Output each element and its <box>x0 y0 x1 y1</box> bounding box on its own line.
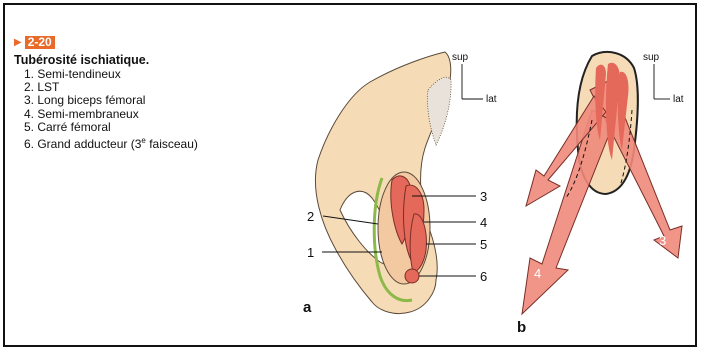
panel-b-illustration: 1 3 4 sup lat b <box>517 52 684 336</box>
orient-sup-label-b: sup <box>643 52 660 63</box>
panel-b-letter: b <box>517 319 526 336</box>
orient-lat-label-b: lat <box>673 94 684 105</box>
panel-a-illustration: 1 2 3 4 5 6 sup lat a <box>303 52 497 316</box>
arrow-label-4: 4 <box>534 266 541 281</box>
callout-label-4: 4 <box>480 215 487 230</box>
callout-label-3: 3 <box>480 189 487 204</box>
panel-a-letter: a <box>303 299 312 316</box>
callout-label-1: 1 <box>307 245 314 260</box>
callout-label-5: 5 <box>480 237 487 252</box>
articular-surface-stipple <box>427 77 451 145</box>
orient-sup-label: sup <box>452 52 469 63</box>
callout-label-6: 6 <box>480 269 487 284</box>
muscle-insertion-6 <box>405 269 419 283</box>
arrow-label-1: 1 <box>537 196 544 211</box>
callout-label-2: 2 <box>307 209 314 224</box>
arrow-label-3: 3 <box>659 233 666 248</box>
orient-lat-label: lat <box>486 94 497 105</box>
